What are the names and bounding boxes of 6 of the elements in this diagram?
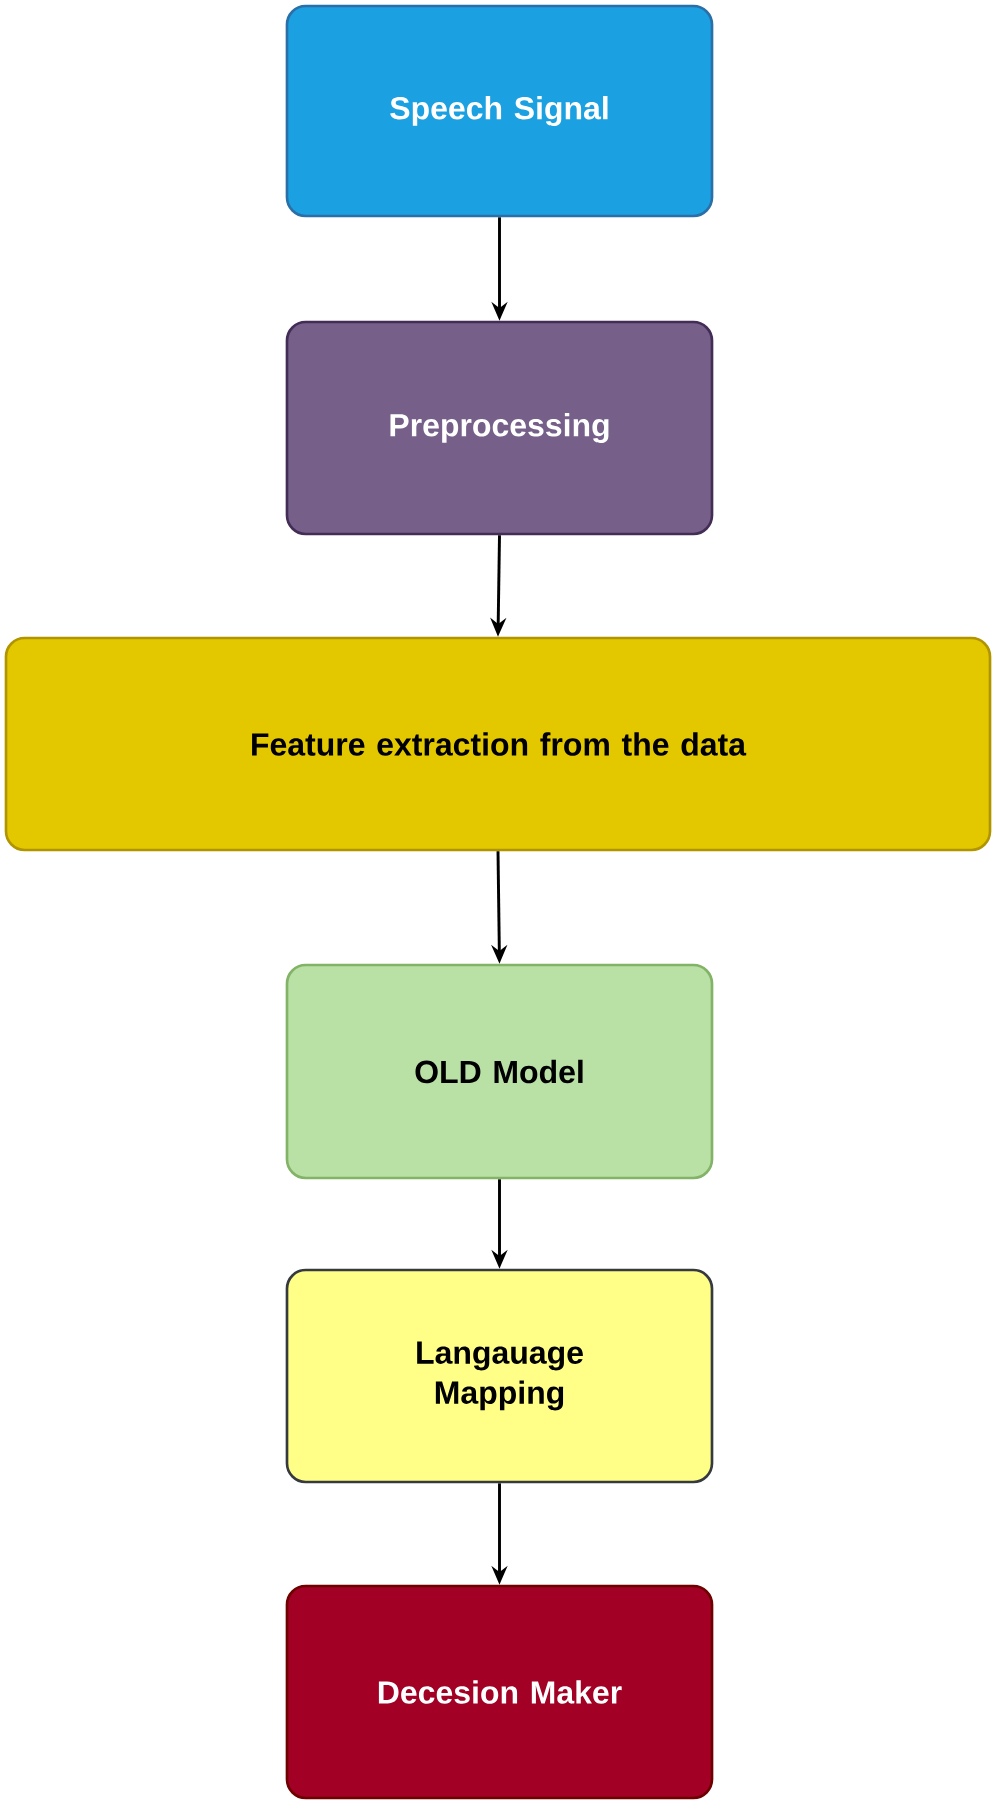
process-box: OLD Model — [285, 963, 714, 1180]
process-box: Langauage Mapping — [285, 1268, 714, 1484]
process-box: Decesion Maker — [285, 1584, 714, 1800]
process-box: Speech Signal — [285, 4, 714, 218]
process-box: Preprocessing — [285, 320, 714, 536]
process-box: Feature extraction from the data — [4, 636, 992, 852]
